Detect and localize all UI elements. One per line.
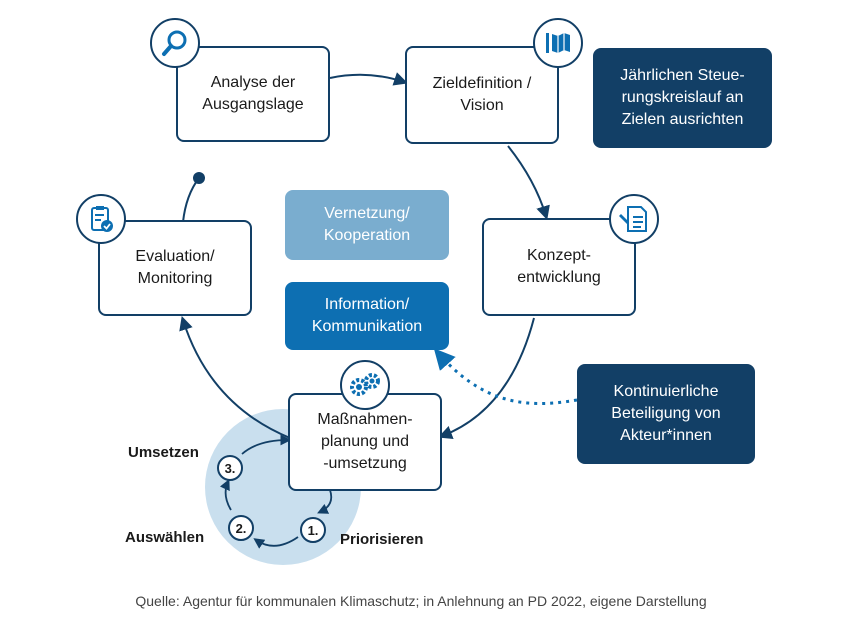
arrow-konzept-to-massnahmen [438,317,535,440]
flag-map-icon [533,18,583,68]
arrow-massnahmen-to-evaluation [179,315,291,439]
box-analyse: Analyse der Ausgangslage [176,46,330,142]
step-1-circle: 1. [300,517,326,543]
note-jaehrlich: Jährlichen Steue- rungskreislauf an Ziel… [593,48,772,148]
box-evaluation: Evaluation/ Monitoring [98,220,252,316]
subarrow-2-to-3 [219,479,232,511]
note-information: Information/ Kommunikation [285,282,449,350]
step-3-label: Umsetzen [128,444,199,461]
arrow-beteiligung [433,348,578,406]
subarrow-massnahmen-to-1 [317,489,333,514]
gears-icon [340,360,390,410]
step-3-circle: 3. [217,455,243,481]
source-caption: Quelle: Agentur für kommunalen Klimaschu… [135,593,707,609]
step-2-circle: 2. [228,515,254,541]
clipboard-check-icon [76,194,126,244]
magnifier-icon [150,18,200,68]
arrow-ziel-to-konzept [507,145,550,221]
step-2-label: Auswählen [125,529,205,546]
box-konzeptentwicklung: Konzept- entwicklung [482,218,636,316]
arrow-evaluation-start [182,177,200,223]
subarrow-1-to-2 [253,536,299,549]
note-vernetzung: Vernetzung/ Kooperation [285,190,449,260]
subarrow-3-to-massnahmen [241,434,292,455]
arrow-analyse-to-ziel [329,72,408,86]
note-beteiligung: Kontinuierliche Beteiligung von Akteur*i… [577,364,755,464]
document-pen-icon [609,194,659,244]
box-zieldefinition: Zieldefinition / Vision [405,46,559,144]
step-1-label: Priorisieren [340,531,424,548]
cycle-start-dot [193,172,205,184]
